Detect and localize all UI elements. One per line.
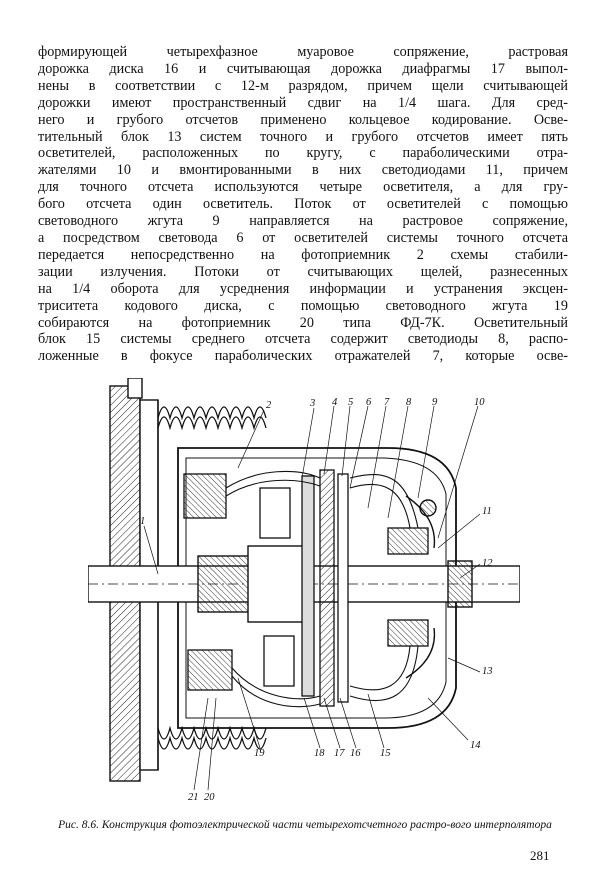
leader-lines	[143, 405, 481, 791]
body-line: для точного отсчета используются четыре …	[38, 179, 568, 196]
page-number: 281	[530, 848, 550, 863]
label-15: 15	[380, 748, 391, 759]
body-line: на 1/4 оборота для усреднения информации…	[38, 280, 568, 297]
body-line: бого отсчета один осветитель. Поток от о…	[38, 196, 568, 213]
body-line: тительный блок 13 систем точного и грубо…	[38, 128, 568, 145]
code-disc	[301, 469, 349, 707]
light-guides	[225, 470, 419, 708]
label-5: 5	[348, 397, 353, 408]
body-line: световодного жгута 9 направляется на рас…	[38, 213, 568, 230]
body-line: жателями 10 и вмонтированными в них свет…	[38, 162, 568, 179]
body-line: дорожка диска 16 и считывающая дорожка д…	[38, 60, 568, 77]
label-9: 9	[432, 397, 438, 408]
label-14: 14	[470, 740, 481, 751]
label-7: 7	[384, 397, 390, 408]
label-17: 17	[334, 748, 345, 759]
label-12: 12	[482, 558, 493, 569]
body-line: формирующей четырехфазное муаровое сопря…	[38, 44, 568, 60]
label-4: 4	[332, 397, 338, 408]
label-13: 13	[482, 666, 493, 677]
device-cross-section-drawing: 2 3 4 5 6 7 8 9 10 11 12 13 14 19 18 17 …	[88, 378, 520, 803]
figure-labels: 2 3 4 5 6 7 8 9 10 11 12 13 14 19 18 17 …	[140, 397, 493, 803]
body-line: осветителей, расположенных по кругу, с п…	[38, 145, 568, 162]
body-line: а посредством световода 6 от осветителей…	[38, 229, 568, 246]
body-line: дорожки имеют пространственный сдвиг на …	[38, 94, 568, 111]
bellows	[157, 406, 267, 750]
body-line: него и грубого отсчетов применено кольце…	[38, 111, 568, 128]
body-line: ложенные в фокусе параболических отражат…	[38, 348, 568, 365]
body-line: передается непосредственно на фотоприемн…	[38, 246, 568, 263]
label-18: 18	[314, 748, 325, 759]
housing	[177, 447, 457, 729]
label-21: 21	[188, 792, 199, 803]
label-1: 1	[140, 516, 145, 527]
label-8: 8	[406, 397, 412, 408]
label-10: 10	[474, 397, 485, 408]
label-16: 16	[350, 748, 361, 759]
parabolic-reflector	[405, 495, 437, 679]
figure-caption: Рис. 8.6. Конструкция фотоэлектрической …	[58, 819, 552, 831]
body-line: блок 15 системы среднего отсчета содержи…	[38, 331, 568, 348]
body-text: формирующей четырехфазное муаровое сопря…	[38, 44, 568, 365]
label-3: 3	[309, 398, 315, 409]
label-20: 20	[204, 792, 215, 803]
body-line: собираются на фотоприемник 20 типа ФД-7К…	[38, 314, 568, 331]
body-line: нены в соответствии с 12-м разрядом, при…	[38, 77, 568, 94]
label-6: 6	[366, 397, 372, 408]
label-2: 2	[266, 400, 272, 411]
body-line: зации излучения. Потоки от считывающих щ…	[38, 263, 568, 280]
label-19: 19	[254, 748, 265, 759]
label-11: 11	[482, 506, 492, 517]
body-line: триситета кодового диска, с помощью свет…	[38, 297, 568, 314]
